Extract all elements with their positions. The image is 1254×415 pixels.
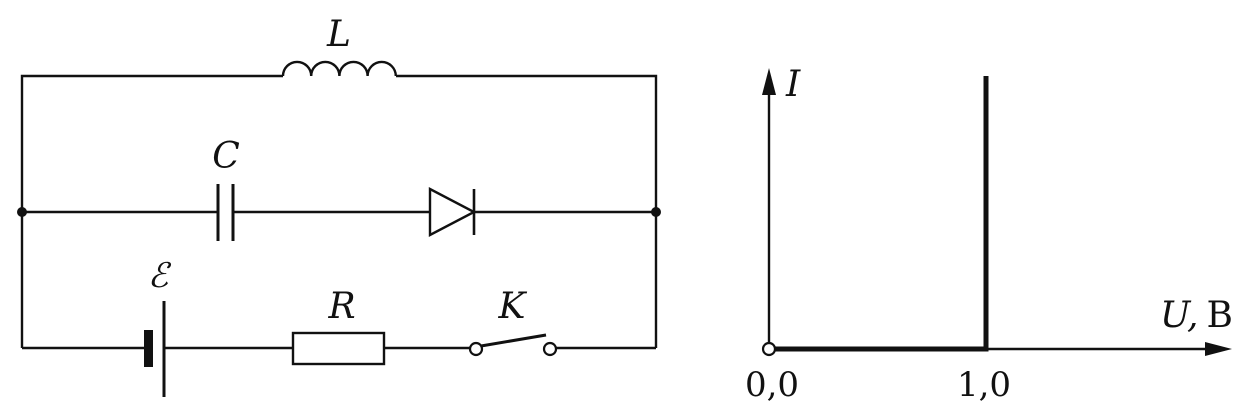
iv-characteristic-line <box>772 76 989 352</box>
right-junction-node <box>651 207 661 217</box>
source-branch: ℰ R K <box>22 256 656 397</box>
switch <box>468 333 558 357</box>
x-axis-var: U, <box>1160 295 1198 336</box>
capacitor-label: C <box>212 136 240 177</box>
battery <box>144 301 166 397</box>
x-axis-arrow <box>1205 342 1232 356</box>
capacitor-diode-branch: C <box>17 136 661 241</box>
inductor-label: L <box>326 14 351 55</box>
diode <box>428 187 477 237</box>
tick-label-origin: 0,0 <box>745 365 799 405</box>
inductor-coil <box>281 60 397 77</box>
origin-marker <box>761 341 777 357</box>
y-axis-arrow <box>762 68 776 95</box>
emf-label: ℰ <box>148 256 172 296</box>
y-axis-label: I <box>785 64 801 105</box>
capacitor <box>216 184 235 241</box>
resistor-label: R <box>327 286 355 327</box>
tick-label-threshold: 1,0 <box>957 365 1011 405</box>
switch-label: K <box>498 286 528 327</box>
inductor-branch: L <box>20 14 658 348</box>
top-wire <box>20 74 658 348</box>
iv-graph: I U,В 0,0 1,0 <box>745 64 1233 405</box>
resistor <box>291 331 386 366</box>
x-axis-unit: В <box>1206 295 1232 336</box>
left-junction-node <box>17 207 27 217</box>
x-axis-label: U,В <box>1160 295 1233 336</box>
circuit-diagram: L C ℰ R <box>17 14 661 397</box>
